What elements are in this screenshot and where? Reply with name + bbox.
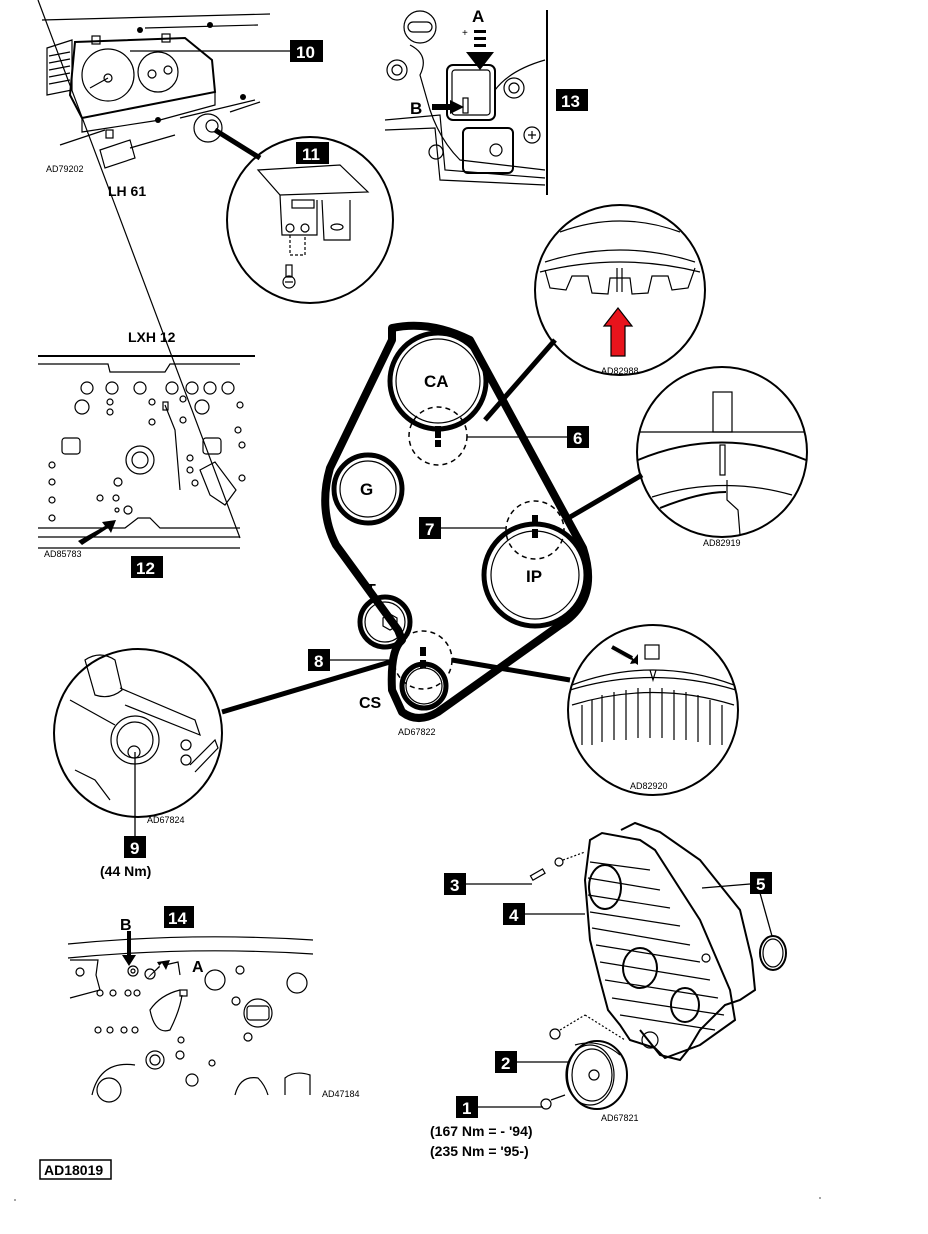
camshaft-mark-detail bbox=[534, 204, 706, 376]
detail-11-illustration bbox=[226, 136, 394, 304]
callout-3: 3 bbox=[450, 876, 459, 895]
callout-14-box bbox=[164, 906, 194, 928]
connector-13-label-b: B bbox=[410, 99, 422, 118]
pulley-label-t: T bbox=[366, 582, 376, 599]
callout-9-box bbox=[124, 836, 146, 858]
callout-11: 11 bbox=[302, 145, 320, 164]
ref-camshaft-detail: AD82988 bbox=[601, 366, 639, 376]
ref-fuse-box-14: AD47184 bbox=[322, 1089, 360, 1099]
crank-mark-detail bbox=[567, 624, 739, 796]
ref-instrument-panel: AD79202 bbox=[46, 164, 84, 174]
ref-cover-exploded: AD67821 bbox=[601, 1113, 639, 1123]
inner-cover bbox=[583, 831, 737, 1060]
caption-lxh12: LXH 12 bbox=[128, 329, 176, 345]
callout-11-box bbox=[296, 142, 329, 164]
tensioner-pulley bbox=[357, 594, 413, 650]
callout-12: 12 bbox=[136, 559, 155, 578]
ref-tensioner-detail: AD67824 bbox=[147, 815, 185, 825]
crankshaft-pulley bbox=[399, 661, 449, 711]
callout-6: 6 bbox=[573, 429, 582, 448]
callout-12-box bbox=[131, 556, 163, 578]
timing-belt-layout bbox=[321, 321, 593, 722]
callout-1-box bbox=[456, 1096, 478, 1118]
torque-1-late: (235 Nm = '95-) bbox=[430, 1143, 529, 1159]
pulley-label-cs: CS bbox=[359, 695, 382, 712]
callout-9: 9 bbox=[130, 839, 139, 858]
svg-text:+: + bbox=[462, 28, 468, 39]
callout-10: 10 bbox=[296, 43, 315, 62]
pump-mark-detail bbox=[636, 366, 808, 538]
callout-2-box bbox=[495, 1051, 517, 1073]
pulley-label-ip: IP bbox=[526, 567, 542, 586]
callout-14: 14 bbox=[168, 909, 187, 928]
torque-1-early: (167 Nm = - '94) bbox=[430, 1123, 533, 1139]
callout-7: 7 bbox=[425, 520, 434, 539]
arrow-a-down-icon bbox=[466, 30, 494, 70]
callout-10-box bbox=[290, 40, 323, 62]
callout-8: 8 bbox=[314, 652, 323, 671]
callout-13-box bbox=[556, 89, 588, 111]
instrument-panel-illustration bbox=[41, 13, 271, 169]
arrow-fuse-icon bbox=[78, 520, 116, 545]
red-up-arrow-icon bbox=[602, 307, 634, 357]
seal-ring bbox=[759, 935, 787, 971]
fuse-box-14-illustration bbox=[67, 931, 314, 1103]
callout-8-box bbox=[308, 649, 330, 671]
fuse-box-14-label-b: B bbox=[120, 917, 132, 934]
callout-4: 4 bbox=[509, 906, 519, 925]
arrow-b-down-icon bbox=[122, 955, 136, 966]
outer-cover bbox=[620, 821, 757, 1062]
arrow-a-diagonal-icon bbox=[147, 960, 170, 979]
connector-13-illustration: + bbox=[384, 10, 548, 195]
crank-pulley bbox=[566, 1040, 628, 1110]
tensioner-detail bbox=[53, 648, 223, 818]
callout-7-box bbox=[419, 517, 441, 539]
ref-pump-detail: AD82919 bbox=[703, 538, 741, 548]
callout-6-box bbox=[567, 426, 589, 448]
fuse-box-12-illustration bbox=[37, 0, 255, 549]
pulley-label-ca: CA bbox=[424, 372, 449, 391]
callout-4-box bbox=[503, 903, 525, 925]
ref-crank-detail: AD82920 bbox=[630, 781, 668, 791]
arrow-b-right-icon bbox=[432, 100, 464, 114]
timing-cover-exploded bbox=[529, 821, 787, 1110]
pulley-label-g: G bbox=[360, 480, 373, 499]
caption-lh61: LH 61 bbox=[108, 183, 146, 199]
fuse-box-14-label-a: A bbox=[192, 959, 204, 976]
callout-13: 13 bbox=[561, 92, 580, 111]
ref-belt-layout: AD67822 bbox=[398, 727, 436, 737]
connector-13-label-a: A bbox=[472, 7, 484, 26]
callout-3-box bbox=[444, 873, 466, 895]
figure-id-box bbox=[39, 1159, 112, 1180]
callout-2: 2 bbox=[501, 1054, 510, 1073]
callout-5-box bbox=[750, 872, 772, 894]
figure-id: AD18019 bbox=[44, 1162, 103, 1178]
callout-1: 1 bbox=[462, 1099, 471, 1118]
ref-fuse-box-12: AD85783 bbox=[44, 549, 82, 559]
timing-belt bbox=[321, 321, 593, 722]
idler-pulley-g bbox=[331, 452, 405, 526]
torque-9: (44 Nm) bbox=[100, 863, 151, 879]
callout-5: 5 bbox=[756, 875, 765, 894]
